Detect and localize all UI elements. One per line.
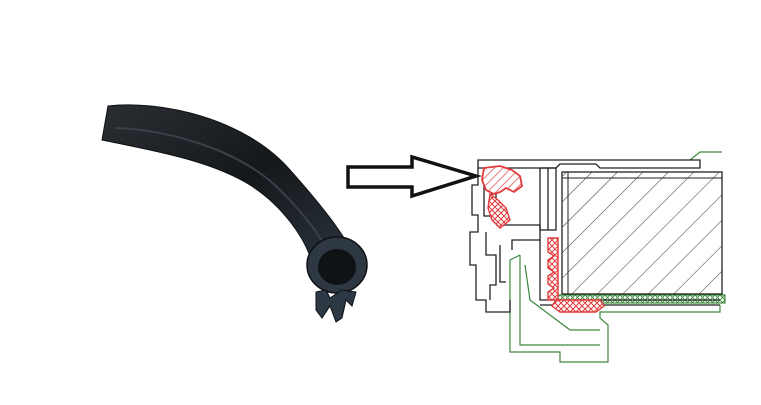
right-arrow xyxy=(346,154,483,199)
window-profile-cross-section xyxy=(469,151,726,363)
bottom-seal xyxy=(551,299,605,313)
glazing-seal xyxy=(547,237,559,301)
seal-highlight xyxy=(481,165,605,313)
glass-pane xyxy=(561,171,723,295)
gasket-hollow xyxy=(318,249,356,285)
gasket-ridge xyxy=(114,127,331,257)
top-bulb-seal xyxy=(481,165,523,195)
rubber-gasket-photo xyxy=(101,104,368,323)
gasket-anchor-fin xyxy=(315,289,357,323)
